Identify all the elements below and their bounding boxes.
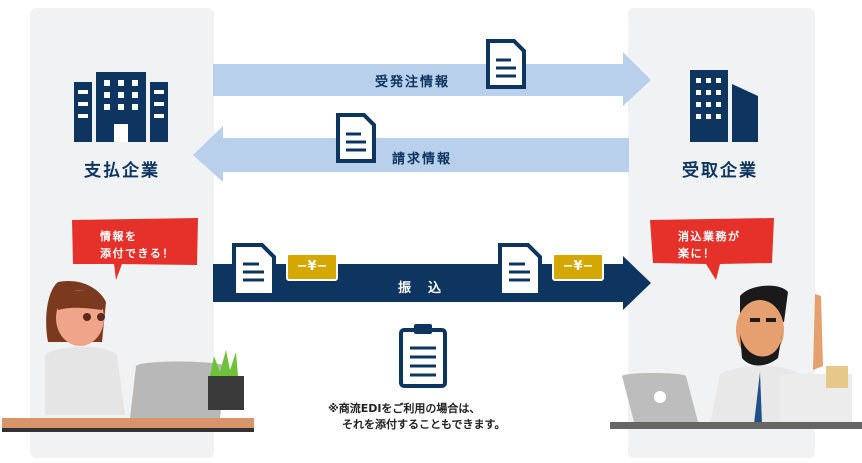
bubble-line: 情報を [100,230,138,243]
document-icon [232,243,276,297]
bubble-line: 添付できる！ [100,247,175,260]
yen-note-icon: −¥− [286,253,338,281]
invoice-arrow-label: 請求情報 [392,152,453,167]
payee-building-icon [690,70,758,142]
document-icon [498,243,542,297]
clipboard-icon [399,324,447,388]
document-icon [336,113,376,163]
payee-speech-bubble [650,218,774,280]
yen-note-icon: −¥− [552,253,604,281]
bubble-line: 消込業務が [678,230,741,243]
order-arrow [213,52,651,106]
payee-bubble-text: 消込業務が楽に！ [678,228,741,262]
order-arrow-label: 受発注情報 [375,75,451,90]
payer-building-icon [74,72,168,142]
payee-label: 受取企業 [682,161,758,181]
payment-arrow-label: 振 込 [398,281,444,296]
bubble-line: 楽に！ [678,247,716,260]
edi-note-line: ※商流EDIをご利用の場合は、 [328,402,481,415]
payer-bubble-text: 情報を添付できる！ [100,228,175,262]
payer-speech-bubble [72,218,198,280]
invoice-arrow [193,126,629,182]
edi-note-line: それを添付することもできます。 [342,418,506,431]
payer-label: 支払企業 [84,161,160,181]
edi-note: ※商流EDIをご利用の場合は、 それを添付することもできます。 [328,401,505,433]
woman-at-laptop-illustration [2,280,254,432]
man-at-laptop-illustration [610,285,862,429]
document-icon [486,39,526,89]
